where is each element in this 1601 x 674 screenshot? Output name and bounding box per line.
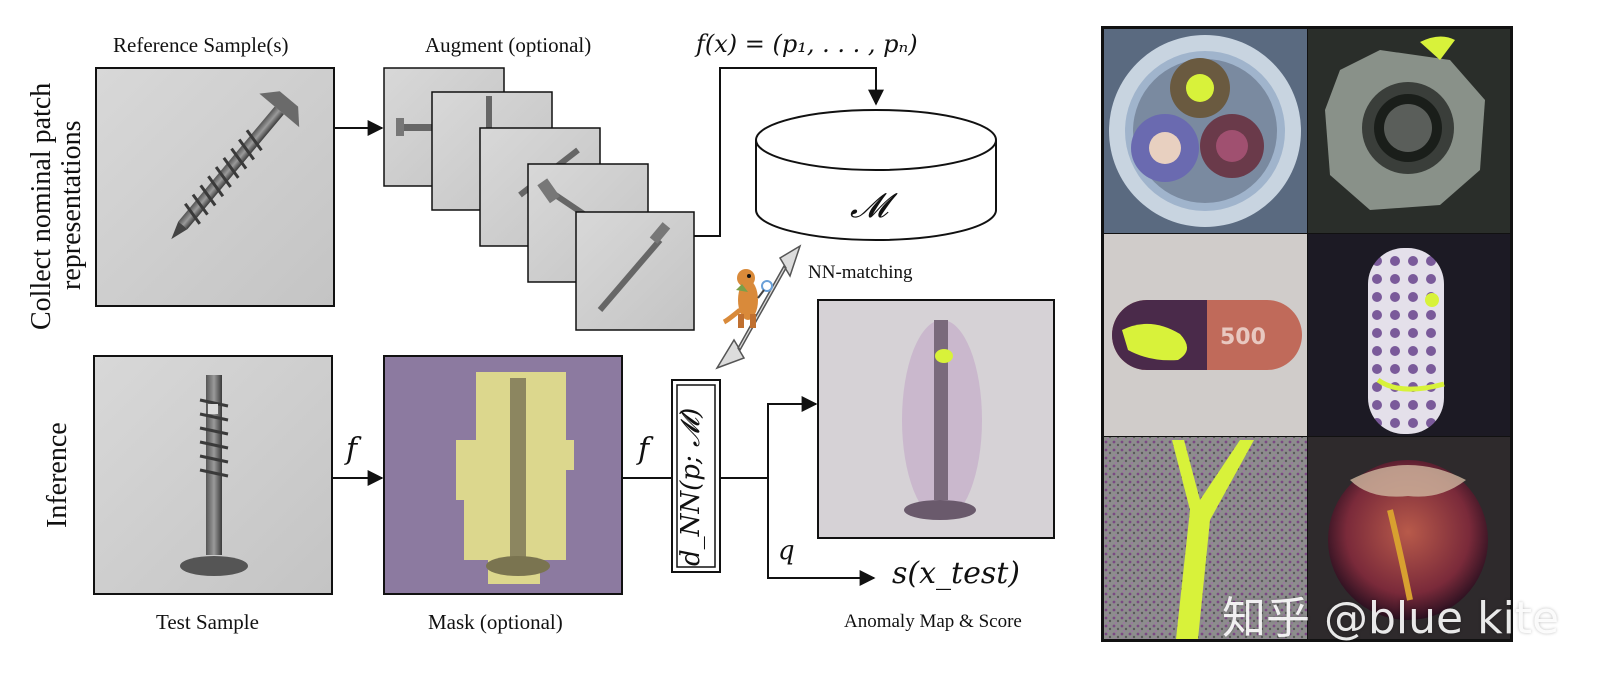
connectors [332, 67, 884, 586]
arrow-augment-to-memory [694, 67, 884, 237]
augment-stack [383, 67, 695, 331]
example-grid: 500 [1101, 26, 1513, 642]
label-test-sample: Test Sample [156, 610, 259, 634]
label-nn-matching: NN-matching [808, 262, 913, 283]
distance-box [671, 379, 721, 573]
example-toothbrush [1308, 234, 1510, 436]
arrow-to-score [767, 478, 876, 586]
example-metal-nut [1308, 29, 1510, 233]
math-f-right: f [638, 432, 650, 467]
arrow-to-anomaly-map [767, 396, 818, 478]
anomaly-map-image [817, 299, 1055, 539]
math-distance: d_NN(p; 𝓜) [676, 407, 706, 566]
math-f-left: f [346, 432, 358, 467]
label-augment: Augment (optional) [425, 33, 592, 57]
example-hazelnut [1308, 437, 1510, 639]
watermark-text: 知乎 @blue kite [1222, 593, 1560, 644]
math-q: q [778, 536, 795, 566]
svg-text:500: 500 [1220, 325, 1266, 350]
example-pill: 500 [1104, 234, 1307, 436]
math-feature-map: f(x) = (p₁, . . . , pₙ) [696, 30, 918, 58]
example-grid-texture [1104, 437, 1307, 639]
memory-bank-cylinder [755, 109, 997, 241]
label-collect-line2: representations [56, 120, 87, 291]
test-sample-image [93, 355, 333, 595]
mask-image [383, 355, 623, 595]
dino-character-icon [722, 269, 773, 328]
label-anomaly-map-score: Anomaly Map & Score [844, 611, 1022, 632]
augment-image-5 [575, 211, 695, 331]
math-score: s(x_test) [892, 556, 1020, 591]
math-memory-bank: 𝓜 [850, 186, 889, 226]
label-reference-sample: Reference Sample(s) [113, 33, 289, 57]
label-collect-line1: Collect nominal patch [26, 82, 57, 330]
reference-sample-image [95, 67, 335, 307]
label-inference: Inference [42, 422, 73, 528]
nn-matching-arrow [715, 244, 802, 370]
example-cable [1104, 29, 1307, 233]
label-mask: Mask (optional) [428, 610, 563, 634]
